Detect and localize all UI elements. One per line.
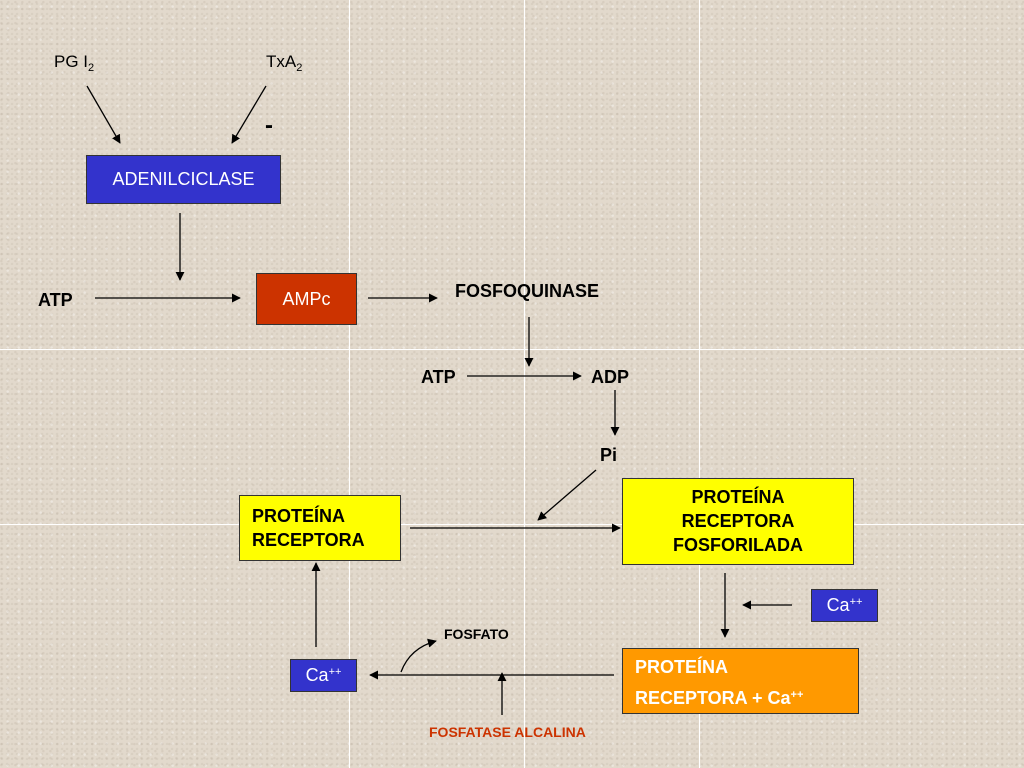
proteina-ca-line2: RECEPTORA + Ca++ [635,688,804,708]
ampc-box: AMPc [256,273,357,325]
grid-line-v3 [699,0,700,768]
grid-line-v1 [349,0,350,768]
proteina-fosforilada-line1: PROTEÍNA [691,487,785,507]
arrow-pi-diagonal [537,469,597,521]
proteina-receptora-line2: RECEPTORA [252,530,365,550]
ca-left-label: Ca++ [305,665,342,685]
grid-line-h1 [0,349,1024,350]
atp-mid-label: ATP [421,367,456,387]
fosfato-label: FOSFATO [444,626,509,642]
inhibition-sign: - [265,112,273,139]
adenilciclase-box: ADENILCICLASE [86,155,281,204]
atp-left-label: ATP [38,290,73,310]
proteina-receptora-line1: PROTEÍNA [252,506,346,526]
adenilciclase-label: ADENILCICLASE [112,169,255,189]
proteina-fosforilada-line2: RECEPTORA [681,511,795,531]
ca-right-box: Ca++ [811,589,878,622]
arrow-pgi2-to-adenilciclase [86,85,121,144]
ca-right-label: Ca++ [826,595,863,615]
pgi2-label: PG I2 [54,52,95,74]
proteina-ca-box: PROTEÍNA RECEPTORA + Ca++ [622,648,859,714]
ca-left-box: Ca++ [290,659,357,692]
fosfoquinase-label: FOSFOQUINASE [455,281,600,301]
proteina-fosforilada-line3: FOSFORILADA [673,535,803,555]
arrow-fosfato-curve [400,638,437,673]
grid-line-h2 [0,524,1024,525]
pi-label: Pi [600,445,618,465]
arrow-txa2-to-adenilciclase [231,85,267,144]
ampc-label: AMPc [282,288,331,309]
proteina-ca-line1: PROTEÍNA [635,657,729,677]
txa2-label: TxA2 [266,52,303,74]
grid-line-v2 [524,0,525,768]
proteina-fosforilada-box: PROTEÍNA RECEPTORA FOSFORILADA [622,478,854,565]
proteina-receptora-box: PROTEÍNA RECEPTORA [239,495,401,561]
adp-label: ADP [591,367,630,387]
fosfatase-alcalina-label: FOSFATASE ALCALINA [429,724,586,740]
